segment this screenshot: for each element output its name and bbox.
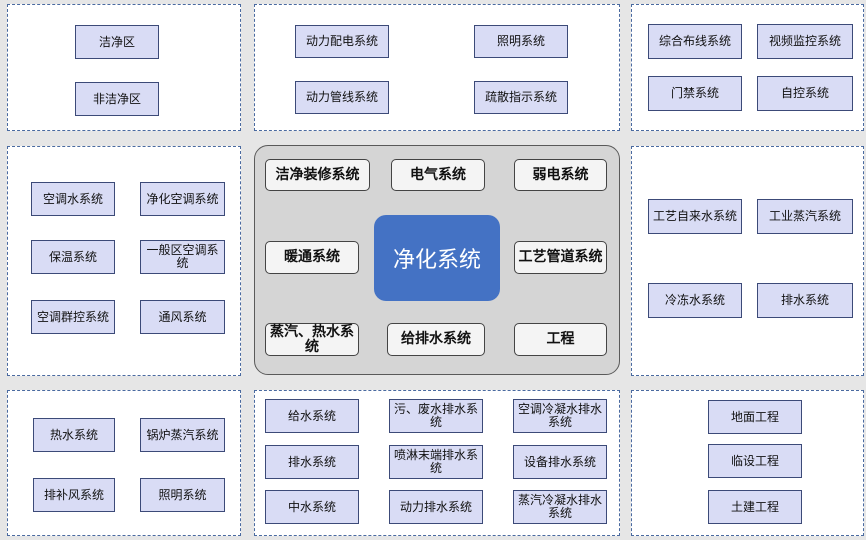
general-ac-node: 一般区空调系统 [140, 240, 225, 274]
sprinkler-end-node: 喷淋末端排水系统 [389, 445, 483, 479]
boiler-steam-node: 锅炉蒸汽系统 [140, 418, 225, 452]
video-monitoring-node: 视频监控系统 [757, 24, 853, 59]
ground-engineering-node: 地面工程 [708, 400, 802, 434]
ac-condensate-node: 空调冷凝水排水系统 [513, 399, 607, 433]
water-drainage-node: 排水系统 [265, 445, 359, 479]
cabling-node: 综合布线系统 [648, 24, 742, 59]
access-control-node: 门禁系统 [648, 76, 742, 111]
wastewater-node: 污、废水排水系统 [389, 399, 483, 433]
lighting-node: 照明系统 [474, 25, 568, 58]
process-panel [631, 146, 864, 376]
clean-zone-node: 洁净区 [75, 25, 159, 59]
water-supply-node: 给水系统 [265, 399, 359, 433]
steam-hot-water-node: 蒸汽、热水系统 [265, 323, 359, 356]
temporary-engineering-node: 临设工程 [708, 444, 802, 478]
steam-condensate-node: 蒸汽冷凝水排水系统 [513, 490, 607, 524]
hot-water-node: 热水系统 [33, 418, 115, 452]
ac-water-node: 空调水系统 [31, 182, 115, 216]
non-clean-zone-node: 非洁净区 [75, 82, 159, 116]
clean-decoration-node: 洁净装修系统 [265, 159, 370, 191]
power-drainage-node: 动力排水系统 [389, 490, 483, 524]
drainage-node: 排水系统 [757, 283, 853, 318]
purification-system-core: 净化系统 [374, 215, 500, 301]
steam-lighting-node: 照明系统 [140, 478, 225, 512]
ac-group-control-node: 空调群控系统 [31, 300, 115, 334]
civil-engineering-node: 土建工程 [708, 490, 802, 524]
power-distribution-node: 动力配电系统 [295, 25, 389, 58]
ventilation-node: 通风系统 [140, 300, 225, 334]
tap-water-node: 工艺自来水系统 [648, 199, 742, 234]
equipment-drainage-node: 设备排水系统 [513, 445, 607, 479]
electrical-system-node: 电气系统 [391, 159, 485, 191]
reclaimed-water-node: 中水系统 [265, 490, 359, 524]
industrial-steam-node: 工业蒸汽系统 [757, 199, 853, 234]
engineering-node: 工程 [514, 323, 607, 356]
weak-current-system-node: 弱电系统 [514, 159, 607, 191]
process-pipeline-node: 工艺管道系统 [514, 241, 607, 274]
automation-node: 自控系统 [757, 76, 853, 111]
steam-panel [7, 390, 241, 536]
exhaust-makeup-node: 排补风系统 [33, 478, 115, 512]
purification-ac-node: 净化空调系统 [140, 182, 225, 216]
chilled-water-node: 冷冻水系统 [648, 283, 742, 318]
evacuation-sign-node: 疏散指示系统 [474, 81, 568, 114]
water-supply-drainage-node: 给排水系统 [387, 323, 485, 356]
insulation-node: 保温系统 [31, 240, 115, 274]
power-piping-node: 动力管线系统 [295, 81, 389, 114]
hvac-system-node: 暖通系统 [265, 241, 359, 274]
